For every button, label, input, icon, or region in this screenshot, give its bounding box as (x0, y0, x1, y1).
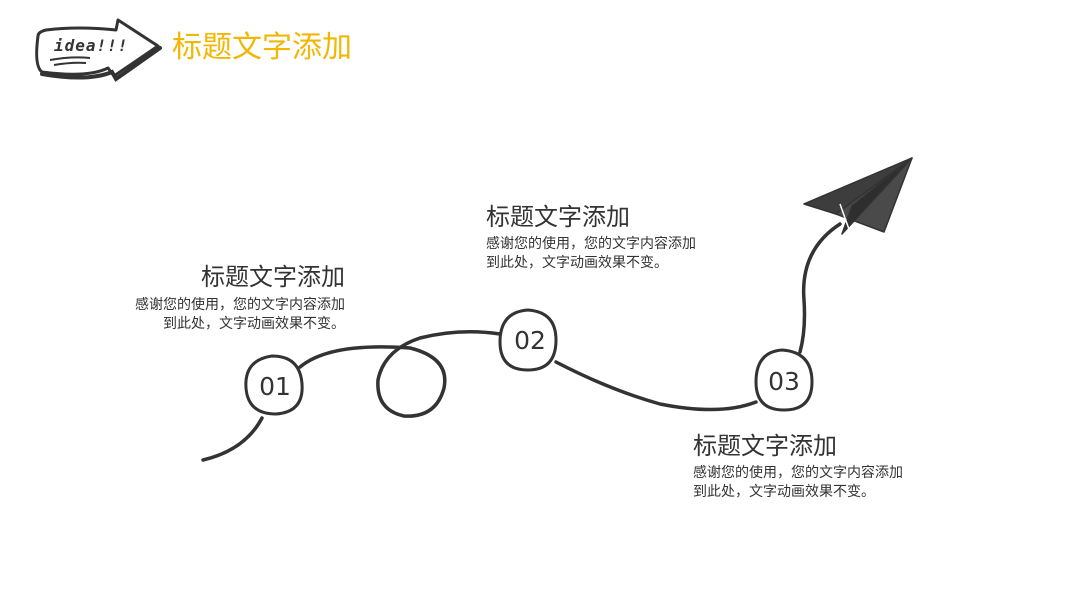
step-number-02: 02 (500, 326, 560, 356)
step-desc-03-line1: 感谢您的使用，您的文字内容添加 (693, 463, 903, 483)
step-title-01: 标题文字添加 (120, 262, 345, 292)
step-title-03: 标题文字添加 (693, 431, 837, 461)
step-desc-02-line1: 感谢您的使用，您的文字内容添加 (486, 234, 696, 254)
step-desc-01-line1: 感谢您的使用，您的文字内容添加 (60, 295, 345, 315)
step-desc-01-line2: 到此处，文字动画效果不变。 (60, 314, 345, 334)
step-number-03: 03 (754, 367, 814, 397)
step-desc-03-line2: 到此处，文字动画效果不变。 (693, 482, 875, 502)
step-number-01: 01 (245, 372, 305, 402)
step-title-02: 标题文字添加 (486, 202, 630, 232)
step-desc-02-line2: 到此处，文字动画效果不变。 (486, 253, 668, 273)
